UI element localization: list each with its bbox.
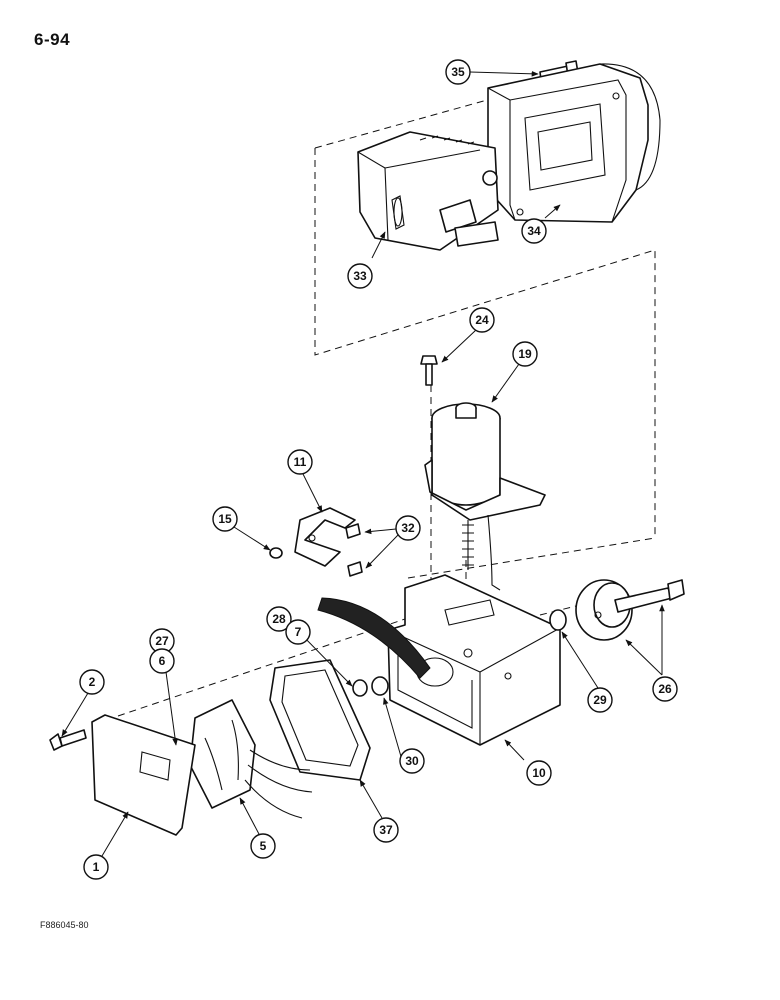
callout-33: 33 xyxy=(347,263,373,289)
svg-text:26: 26 xyxy=(658,682,672,696)
direction-arrow xyxy=(317,597,431,679)
svg-text:19: 19 xyxy=(518,347,532,361)
svg-text:30: 30 xyxy=(405,754,419,768)
part-2-screw xyxy=(49,729,87,751)
part-15-nut xyxy=(269,547,283,559)
svg-text:15: 15 xyxy=(218,512,232,526)
svg-text:6: 6 xyxy=(159,654,166,668)
svg-text:24: 24 xyxy=(475,313,489,327)
assembly-outline xyxy=(314,94,656,538)
part-28-washer xyxy=(352,679,368,697)
callout-26: 26 xyxy=(652,676,678,702)
leader-lines xyxy=(61,71,665,857)
callout-2: 2 xyxy=(79,669,105,695)
part-37-gasket xyxy=(269,659,371,781)
callout-19: 19 xyxy=(512,341,538,367)
part-7-washer xyxy=(371,676,389,696)
callout-37: 37 xyxy=(373,817,399,843)
callout-24: 24 xyxy=(469,307,495,333)
svg-text:11: 11 xyxy=(294,455,307,469)
callout-10: 10 xyxy=(526,760,552,786)
callout-7: 7 xyxy=(285,619,311,645)
part-26-gear xyxy=(575,579,685,641)
callout-29: 29 xyxy=(587,687,613,713)
callout-11: 11 xyxy=(287,449,313,475)
callout-32: 32 xyxy=(395,515,421,541)
callout-34: 34 xyxy=(521,218,547,244)
part-29-washer xyxy=(549,609,567,631)
part-24-bolt xyxy=(420,355,438,386)
part-32-pins xyxy=(345,523,363,577)
part-10-gearbox xyxy=(387,574,561,746)
part-11-plate xyxy=(294,507,356,567)
callout-6: 6 xyxy=(149,648,175,674)
svg-text:34: 34 xyxy=(527,224,541,238)
callout-28: 28 xyxy=(266,606,292,632)
part-1-cover xyxy=(91,714,196,836)
callout-15: 15 xyxy=(212,506,238,532)
svg-text:2: 2 xyxy=(89,675,96,689)
part-33-control-unit xyxy=(357,131,499,251)
svg-text:7: 7 xyxy=(295,625,302,639)
svg-text:10: 10 xyxy=(532,766,546,780)
svg-text:27: 27 xyxy=(155,634,169,648)
svg-text:1: 1 xyxy=(93,860,100,874)
assembly-outline-link xyxy=(407,537,656,579)
svg-text:29: 29 xyxy=(593,693,607,707)
page-number: 6-94 xyxy=(34,30,71,49)
callout-30: 30 xyxy=(399,748,425,774)
callout-1: 1 xyxy=(83,854,109,880)
part-34-housing xyxy=(487,63,661,223)
part-5-circuit-board xyxy=(189,699,313,819)
svg-text:33: 33 xyxy=(353,269,367,283)
svg-text:32: 32 xyxy=(401,521,415,535)
callout-5: 5 xyxy=(250,833,276,859)
svg-text:5: 5 xyxy=(260,839,267,853)
svg-text:28: 28 xyxy=(272,612,286,626)
figure-code: F886045-80 xyxy=(40,920,89,930)
svg-text:37: 37 xyxy=(379,823,393,837)
svg-text:35: 35 xyxy=(451,65,465,79)
callout-35: 35 xyxy=(445,59,471,85)
part-19-motor xyxy=(424,402,546,591)
